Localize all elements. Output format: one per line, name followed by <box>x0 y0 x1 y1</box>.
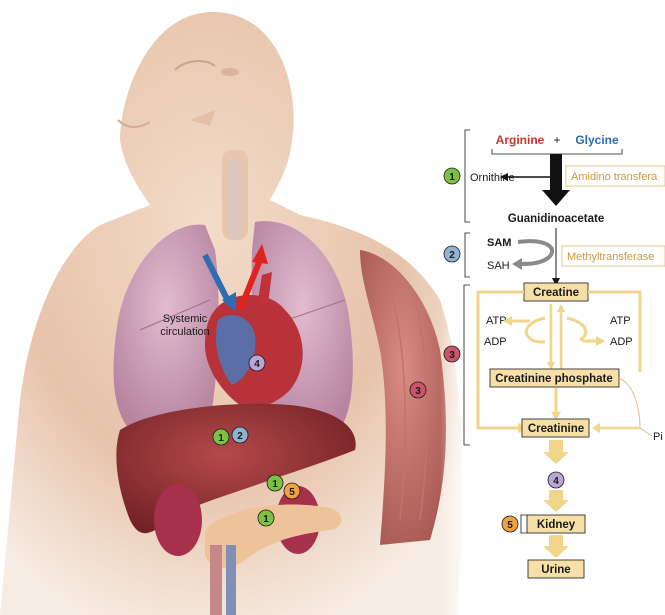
pi-label: Pi <box>653 431 663 443</box>
svg-text:1: 1 <box>449 172 455 183</box>
svg-text:1: 1 <box>263 514 269 525</box>
svg-text:2: 2 <box>449 250 455 261</box>
marker-liver-1: 1 <box>213 429 229 445</box>
marker-liver-2: 2 <box>232 427 248 443</box>
arginine-label: Arginine <box>496 133 545 147</box>
systemic-circulation-label-2: circulation <box>160 326 210 338</box>
step-5-marker: 5 <box>502 516 518 532</box>
systemic-circulation-label: Systemic <box>163 313 208 325</box>
body-illustration <box>0 12 470 615</box>
marker-heart-4: 4 <box>249 355 265 371</box>
svg-text:1: 1 <box>272 479 278 490</box>
step-2-marker: 2 <box>444 246 460 262</box>
svg-text:3: 3 <box>449 350 455 361</box>
sam-label: SAM <box>487 237 511 249</box>
atp-right-label: ATP <box>610 315 631 327</box>
step-3-marker: 3 <box>444 346 460 362</box>
plus-sign: + <box>553 133 560 147</box>
step-4-marker: 4 <box>548 472 564 488</box>
guanidinoacetate-label: Guanidinoacetate <box>508 213 605 225</box>
svg-text:2: 2 <box>237 431 243 442</box>
svg-text:4: 4 <box>254 359 260 370</box>
svg-text:5: 5 <box>289 487 295 498</box>
sah-label: SAH <box>487 260 510 272</box>
ornithine-label: Ornithine <box>470 172 515 184</box>
svg-text:Creatine: Creatine <box>533 287 579 299</box>
methyltransferase-label: Methyltransferase <box>567 251 654 263</box>
marker-muscle-3: 3 <box>410 382 426 398</box>
svg-text:Creatinine phosphate: Creatinine phosphate <box>495 373 613 385</box>
svg-text:Creatinine: Creatinine <box>528 423 584 435</box>
svg-text:Urine: Urine <box>541 564 570 576</box>
marker-pancreas-1: 1 <box>258 510 274 526</box>
svg-text:3: 3 <box>415 386 421 397</box>
svg-text:1: 1 <box>218 433 224 444</box>
left-kidney <box>154 484 202 556</box>
pathway: Arginine + Glycine Ornithine Amidino tra… <box>444 130 665 578</box>
glycine-label: Glycine <box>575 133 619 147</box>
svg-text:5: 5 <box>507 520 513 531</box>
step-1-marker: 1 <box>444 168 460 184</box>
marker-kidney-1: 1 <box>267 475 283 491</box>
amidino-enzyme-label: Amidino transfera <box>571 171 658 183</box>
adp-right-label: ADP <box>610 336 633 348</box>
svg-text:4: 4 <box>553 476 559 487</box>
adp-left-label: ADP <box>484 336 507 348</box>
svg-text:Kidney: Kidney <box>537 519 576 531</box>
marker-kidney-5: 5 <box>284 483 300 499</box>
